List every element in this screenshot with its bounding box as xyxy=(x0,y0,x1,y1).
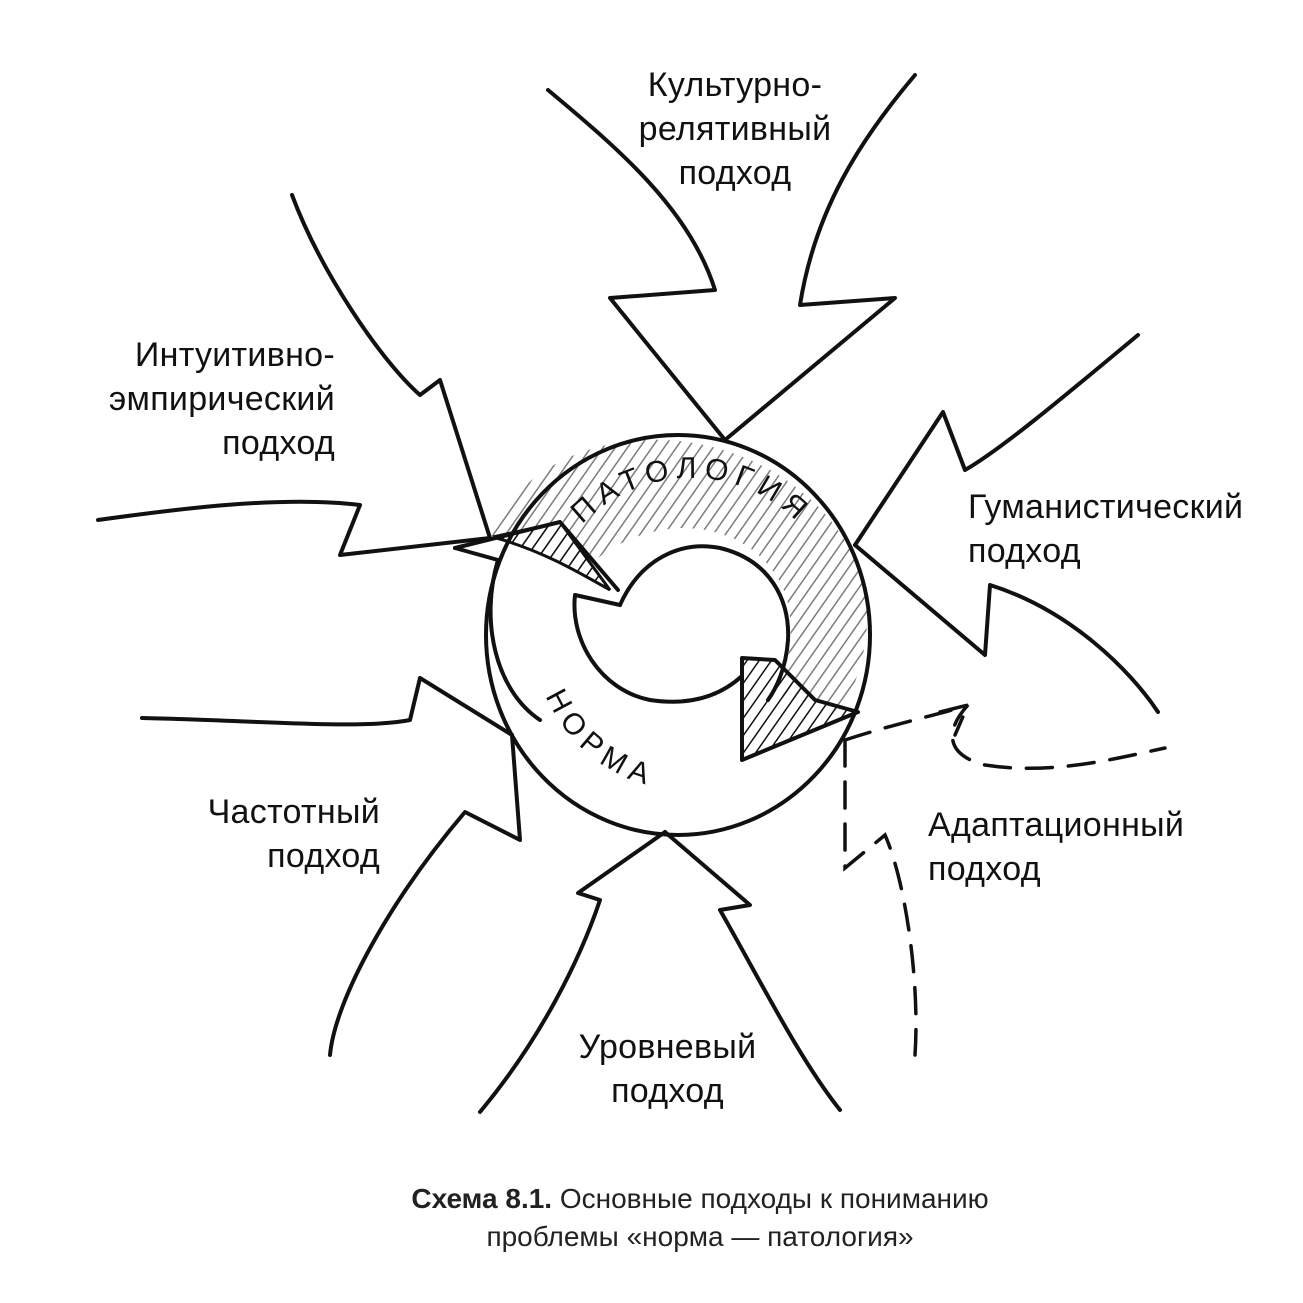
label-adaptation-line1: Адаптационный xyxy=(928,806,1185,844)
label-humanistic-approach: Гуманистический подход xyxy=(968,485,1268,573)
caption-label: Схема 8.1. xyxy=(411,1183,553,1214)
humanistic-approach-arrow xyxy=(853,333,1140,547)
intuitive-approach-arrow xyxy=(290,193,492,540)
label-level-line1: Уровневый xyxy=(578,1028,757,1066)
humanistic-approach-arrow-lower xyxy=(853,543,1160,714)
label-humanistic-line2: подход xyxy=(968,532,1081,570)
caption-text-line1: Основные подходы к пониманию xyxy=(559,1183,989,1214)
label-humanistic-line1: Гуманистический xyxy=(968,488,1244,526)
label-cultural-line1: Культурно- xyxy=(647,66,823,104)
level-approach-arrow-right xyxy=(663,830,842,1112)
label-cultural-line2: релятивный xyxy=(638,110,832,148)
label-frequency-line2: подход xyxy=(267,837,380,875)
caption-text-line2: проблемы «норма — патология» xyxy=(486,1221,914,1252)
figure-caption: Схема 8.1. Основные подходы к пониманию … xyxy=(280,1180,1120,1256)
cultural-approach-arrow xyxy=(546,88,727,442)
pathology-band xyxy=(490,439,868,712)
label-adaptation-approach: Адаптационный подход xyxy=(928,803,1228,891)
label-level-line2: подход xyxy=(611,1072,724,1110)
label-adaptation-line2: подход xyxy=(928,850,1041,888)
label-cultural-approach: Культурно- релятивный подход xyxy=(610,63,860,195)
pathology-arrow-tail xyxy=(492,520,612,592)
pathology-arrow-head xyxy=(740,656,860,762)
label-cultural-line3: подход xyxy=(678,154,792,192)
label-intuitive-line3: подход xyxy=(222,424,335,462)
label-frequency-approach: Частотный подход xyxy=(140,790,380,878)
inner-ring-lower xyxy=(572,593,744,704)
caption-line1: Схема 8.1. Основные подходы к пониманию xyxy=(280,1180,1120,1218)
label-intuitive-line2: эмпирический xyxy=(108,380,335,418)
adaptation-dashed-top xyxy=(843,703,1167,771)
intuitive-approach-arrow-lower xyxy=(96,499,492,557)
norma-label-path: НОРМА xyxy=(539,684,653,794)
frequency-approach-arrow-lower xyxy=(328,733,522,1057)
adaptation-dashed-head xyxy=(938,702,972,737)
cultural-approach-arrow-right xyxy=(723,73,917,442)
label-level-approach: Уровневый подход xyxy=(545,1025,790,1113)
curved-arrow-left-body xyxy=(453,546,542,722)
label-intuitive-line1: Интуитивно- xyxy=(134,336,335,374)
outer-ring xyxy=(484,433,872,837)
label-intuitive-approach: Интуитивно- эмпирический подход xyxy=(40,333,335,465)
adaptation-dashed-left xyxy=(843,738,918,1057)
level-approach-arrow xyxy=(478,830,667,1114)
norma-label: НОРМА xyxy=(539,684,660,794)
label-frequency-line1: Частотный xyxy=(207,793,380,831)
frequency-approach-arrow xyxy=(140,676,514,737)
